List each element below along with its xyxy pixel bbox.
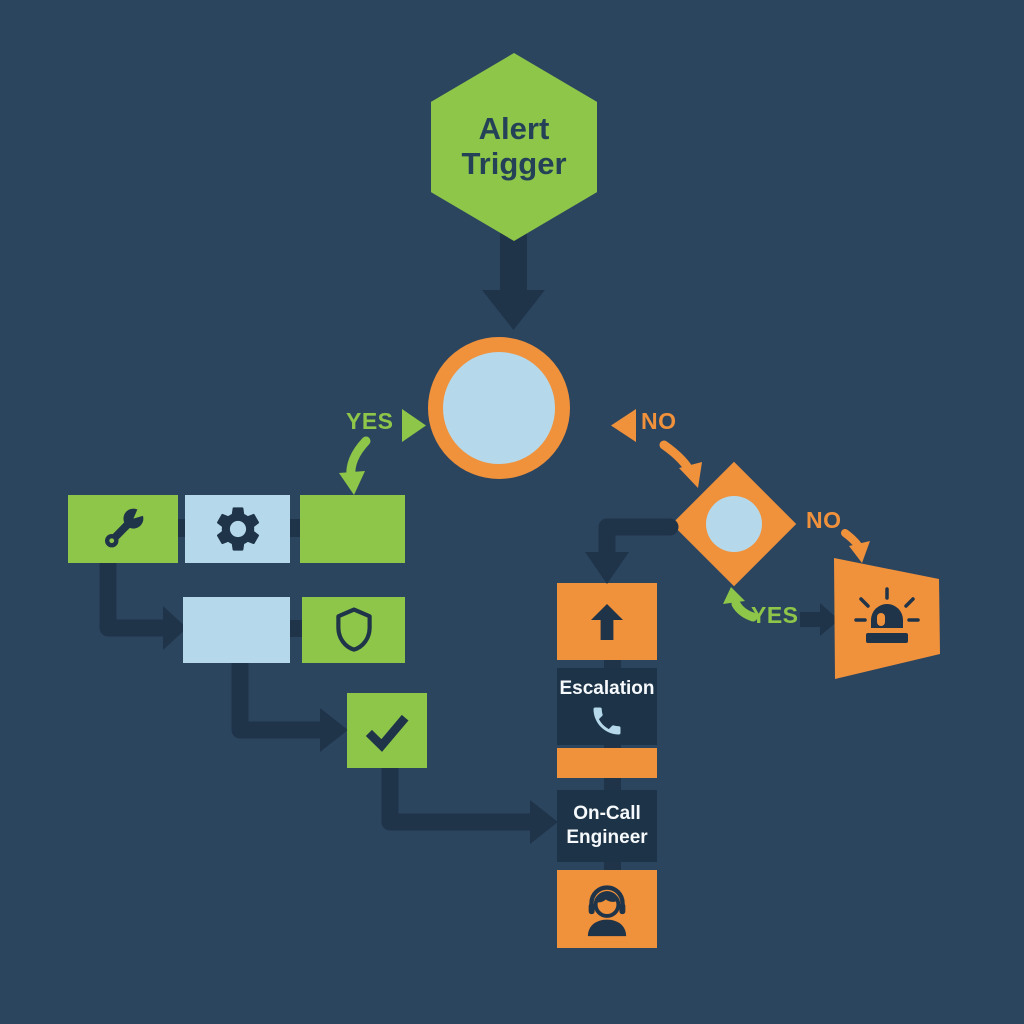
yes-main-triangle	[402, 409, 426, 442]
shield-icon	[335, 607, 372, 652]
up-arrow-icon	[591, 603, 623, 640]
arrowhead-into-oncall	[530, 800, 558, 844]
no-main-arrowhead	[679, 462, 702, 488]
connector-blue-to-check	[231, 658, 322, 739]
engineer-node	[557, 870, 657, 948]
no-main-triangle	[611, 409, 636, 442]
escalation-node: Escalation	[557, 668, 657, 745]
handoff-strip-node	[557, 748, 657, 778]
no-secondary-label: NO	[806, 507, 842, 533]
gear-step-node	[185, 495, 290, 563]
secondary-decision-inner-circle	[694, 484, 774, 564]
arrowhead-into-check	[320, 708, 348, 752]
on-call-node: On-Call Engineer	[557, 790, 657, 862]
yes-secondary-curve	[731, 599, 758, 622]
siren-icon	[854, 587, 920, 643]
on-call-label: On-Call Engineer	[566, 803, 648, 848]
yes-main-arrowhead	[339, 471, 365, 495]
escalation-label: Escalation	[559, 678, 655, 699]
blue-step-node	[183, 597, 290, 663]
no-secondary-arrowhead	[849, 541, 870, 563]
wrench-icon	[105, 505, 149, 548]
check-step-node	[347, 693, 427, 768]
arrow-to-alarm-head	[820, 603, 839, 636]
yes-main-label: YES	[346, 408, 394, 434]
support-agent-icon	[587, 885, 627, 937]
alert-trigger-label: Alert Trigger	[461, 111, 567, 181]
arrow-hexagon-to-circle	[482, 225, 545, 330]
gear-icon	[216, 507, 259, 551]
green-step-node	[300, 495, 405, 563]
check-icon	[365, 714, 409, 752]
yes-secondary-arrowhead	[723, 587, 745, 604]
no-main-label: NO	[641, 408, 677, 434]
arrowhead-into-blue	[163, 606, 187, 650]
wrench-step-node	[68, 495, 178, 563]
connector-check-to-oncall	[381, 763, 532, 831]
escalate-step-node	[557, 583, 657, 660]
main-decision-node	[428, 337, 570, 479]
connector-wrench-to-blue	[99, 558, 165, 637]
arrow-to-alarm-shaft	[800, 612, 822, 627]
phone-icon	[593, 707, 621, 735]
shield-step-node	[302, 597, 405, 663]
yes-secondary-label: YES	[751, 602, 799, 628]
